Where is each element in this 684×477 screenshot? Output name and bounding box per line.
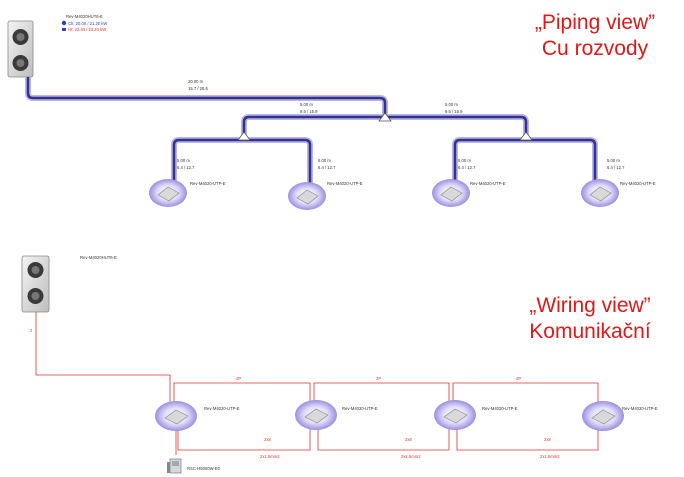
branch-right-length: 5.00 m — [445, 102, 458, 107]
indoor-label: Rev-M4020-UTP-E — [470, 181, 506, 186]
wiring-title-line1: „Wiring view” — [529, 294, 651, 317]
indoor-label: Rev-M4020-UTP-E — [190, 181, 226, 186]
wiring-indoor-label: Rev-M4020-UTP-E — [342, 406, 378, 411]
refrigerant-pipes — [25, 77, 598, 190]
indoor-pipe-length: 5.00 m — [177, 158, 190, 163]
cassette-unit-icon — [443, 408, 468, 424]
outdoor-info-cooling: Ch: 20.00 / 21.20 kW — [68, 21, 107, 26]
outdoor-info-heating: Ht: 22.40 / 23.20 kW — [68, 27, 106, 32]
communication-wires — [35, 312, 599, 455]
indoor-label: Rev-M4020-UTP-E — [620, 181, 656, 186]
wiring-indoor-label: Rev-M4020-UTP-E — [204, 406, 240, 411]
outdoor-wire-label: 2 — [30, 328, 33, 333]
outdoor-unit-icon[interactable] — [7, 20, 34, 78]
indoor-pipe-size: 6.4 / 12.7 — [607, 165, 625, 170]
wiring-diagram: Rev-M4020HUT6-E 2 2P 2P 2P 2x8 2x1.5mm2 … — [21, 255, 658, 474]
indoor-unit[interactable] — [288, 182, 326, 210]
indoor-unit[interactable] — [149, 179, 187, 207]
piping-diagram: Rev-M4020HUT6-E Ch: 20.00 / 21.20 kW Ht:… — [7, 14, 656, 210]
cooling-info-icon — [61, 20, 67, 26]
indoor-unit[interactable] — [295, 400, 337, 430]
indoor-pipe-length: 5.00 m — [458, 158, 471, 163]
wiring-indoor-label: Rev-M4020-UTP-E — [482, 406, 518, 411]
cassette-unit-icon — [296, 189, 319, 205]
indoor-unit[interactable] — [581, 179, 619, 207]
outdoor-unit-icon[interactable] — [21, 255, 50, 313]
controller-label: RSC-H5000W-E0 — [187, 466, 221, 471]
cassette-unit-icon — [304, 408, 329, 424]
power-label-top: 2x8 — [544, 437, 551, 442]
top-link-label: 2P — [236, 376, 241, 381]
cassette-unit-icon — [589, 186, 612, 202]
indoor-unit[interactable] — [155, 401, 197, 431]
cassette-unit-icon — [440, 186, 463, 202]
outdoor-label: Rev-M4020HUT6-E — [66, 14, 103, 19]
main-pipe-size: 15.7 / 28.6 — [188, 86, 208, 91]
wiring-title-line2: Komunikační — [529, 320, 651, 343]
power-label-top: 2x8 — [264, 437, 271, 442]
branch-right-size: 9.5 / 15.9 — [445, 109, 463, 114]
piping-title-line2: Cu rozvody — [541, 37, 649, 60]
indoor-unit[interactable] — [434, 400, 476, 430]
top-link-label: 2P — [516, 376, 521, 381]
piping-title-line1: „Piping view” — [534, 11, 656, 34]
cassette-unit-icon — [164, 409, 189, 425]
wired-controller-icon[interactable] — [167, 458, 182, 474]
wiring-outdoor-label: Rev-M4020HUT6-E — [80, 255, 117, 260]
power-label-top: 2x8 — [405, 437, 412, 442]
indoor-pipe-length: 5.00 m — [607, 158, 620, 163]
cassette-unit-icon — [157, 186, 180, 202]
top-link-label: 2P — [376, 376, 381, 381]
wiring-view-title: „Wiring view” Komunikační — [490, 293, 684, 345]
power-label-bottom: 2x1.5mm2 — [540, 454, 560, 459]
indoor-pipe-size: 6.4 / 12.7 — [458, 165, 476, 170]
indoor-unit[interactable] — [432, 179, 470, 207]
indoor-pipe-size: 6.4 / 12.7 — [177, 165, 195, 170]
branch-left-size: 9.5 / 15.9 — [300, 109, 318, 114]
power-label-bottom: 2x1.5mm2 — [260, 454, 280, 459]
indoor-pipe-length: 5.00 m — [318, 158, 331, 163]
indoor-unit[interactable] — [582, 401, 624, 431]
branch-joint-icon[interactable] — [237, 131, 251, 141]
piping-view-title: „Piping view” Cu rozvody — [500, 10, 684, 62]
power-label-bottom: 2x1.5mm2 — [401, 454, 421, 459]
indoor-label: Rev-M4020-UTP-E — [327, 181, 363, 186]
cassette-unit-icon — [591, 409, 616, 425]
branch-joint-icon[interactable] — [378, 112, 392, 122]
main-pipe-length: 20.00 m — [188, 79, 204, 84]
branch-left-length: 5.00 m — [300, 102, 313, 107]
branch-joint-icon[interactable] — [519, 131, 533, 141]
wiring-indoor-label: Rev-M4020-UTP-E — [622, 406, 658, 411]
indoor-pipe-size: 6.4 / 12.7 — [318, 165, 336, 170]
heating-info-icon — [62, 28, 66, 31]
